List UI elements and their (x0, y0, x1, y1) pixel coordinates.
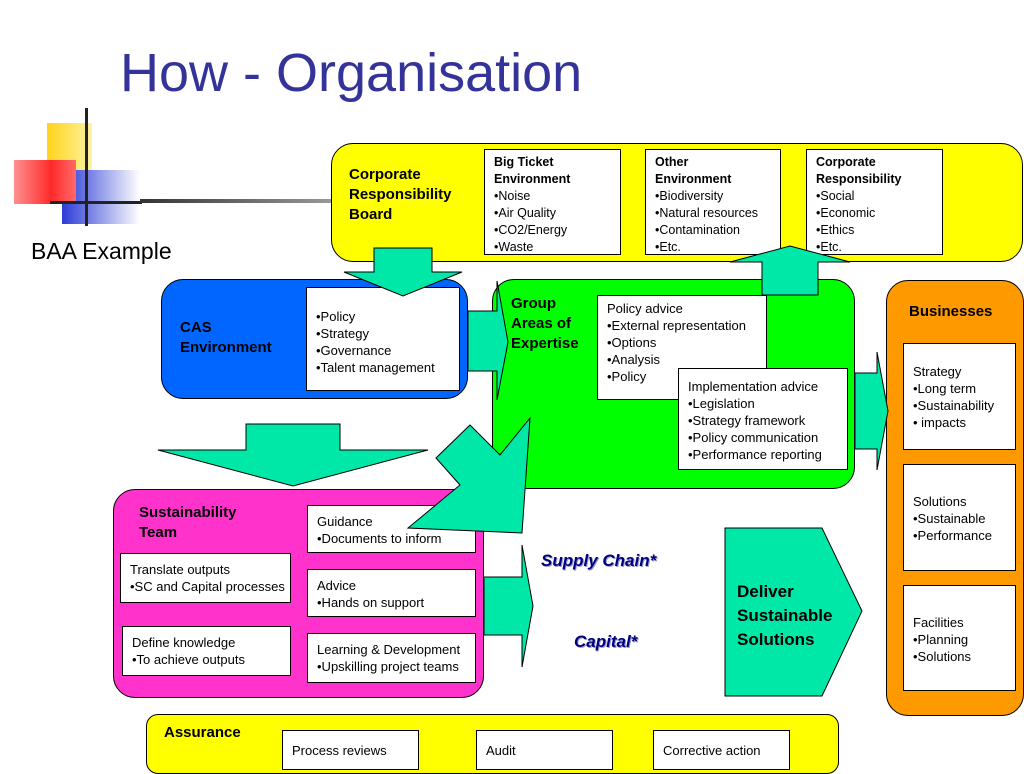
arrow-up-group-to-crb (729, 245, 851, 296)
business-box-head: Facilities (913, 615, 964, 630)
arrow-right-group-to-businesses (854, 351, 889, 471)
sust-box-advice: Advice •Hands on support (307, 569, 476, 617)
group-item: •Performance reporting (688, 447, 822, 462)
business-box-solutions: Solutions •Sustainable •Performance (903, 464, 1016, 571)
business-box-strategy: Strategy •Long term •Sustainability • im… (903, 343, 1016, 450)
crb-box-other-env: Other Environment •Biodiversity •Natural… (645, 149, 781, 255)
crb-item: •Contamination (655, 223, 740, 237)
sust-box-translate: Translate outputs •SC and Capital proces… (120, 553, 291, 603)
group-item: •Legislation (688, 396, 755, 411)
crb-item: •Ethics (816, 223, 855, 237)
businesses-label: Businesses (909, 303, 993, 320)
supply-chain-label: Supply Chain* (541, 551, 657, 570)
crb-box-head: Corporate Responsibility (816, 155, 902, 186)
arrow-right-sust (483, 544, 534, 668)
decorative-logo (12, 108, 142, 228)
sustainability-label: Sustainability Team (139, 504, 237, 541)
group-box-head: Policy advice (607, 301, 683, 316)
assurance-box-corrective-action: Corrective action (653, 730, 790, 770)
capital-label: Capital* (574, 632, 638, 651)
sust-item: •Hands on support (317, 595, 425, 610)
sust-item: •Upskilling project teams (317, 659, 459, 674)
group-item: •Policy communication (688, 430, 819, 445)
deliver-label: Deliver Sustainable Solutions (737, 582, 833, 649)
subtitle: BAA Example (31, 238, 172, 264)
business-box-head: Solutions (913, 494, 967, 509)
group-item: •Strategy framework (688, 413, 806, 428)
sust-box-head: Learning & Development (317, 642, 461, 657)
crb-label: Corporate Responsibility Board (349, 166, 452, 223)
cas-item: •Governance (316, 343, 392, 358)
cas-item: •Talent management (316, 360, 435, 375)
business-item: •Sustainable (913, 511, 986, 526)
sust-box-head: Define knowledge (132, 635, 236, 650)
crb-item: •Etc. (655, 240, 681, 254)
business-item: •Sustainability (913, 398, 995, 413)
sust-box-head: Translate outputs (130, 562, 230, 577)
sust-item: •To achieve outputs (132, 652, 245, 667)
deliver-chevron (724, 527, 863, 697)
crb-item: •Etc. (816, 240, 842, 254)
sust-box-head: Guidance (317, 514, 373, 529)
business-box-head: Strategy (913, 364, 962, 379)
cas-item: •Policy (316, 309, 356, 324)
sust-box-learning: Learning & Development •Upskilling proje… (307, 633, 476, 683)
crb-item: •Social (816, 189, 855, 203)
business-item: •Planning (913, 632, 969, 647)
group-item: •Analysis (607, 352, 660, 367)
page-title: How - Organisation (120, 43, 583, 103)
crb-box-corp-resp: Corporate Responsibility •Social •Econom… (806, 149, 943, 255)
arrow-down-cas-to-sust (157, 423, 429, 487)
business-item: • impacts (913, 415, 966, 430)
group-box-implementation: Implementation advice •Legislation •Stra… (678, 368, 848, 470)
cas-box: •Policy •Strategy •Governance •Talent ma… (306, 287, 460, 391)
assurance-box-audit: Audit (476, 730, 613, 770)
arrow-diagonal-group (406, 416, 531, 534)
sust-box-head: Advice (317, 578, 357, 593)
crb-box-head: Other Environment (655, 155, 732, 186)
group-label: Group Areas of Expertise (511, 295, 579, 352)
business-item: •Solutions (913, 649, 972, 664)
crb-item: •Biodiversity (655, 189, 724, 203)
crb-item: •Waste (494, 240, 534, 254)
crb-item: •Economic (816, 206, 876, 220)
crb-box-head: Big Ticket Environment (494, 155, 571, 186)
sust-box-define: Define knowledge •To achieve outputs (122, 626, 291, 676)
business-box-facilities: Facilities •Planning •Solutions (903, 585, 1016, 691)
group-item: •Options (607, 335, 657, 350)
logo-line (140, 199, 332, 203)
crb-item: •CO2/Energy (494, 223, 568, 237)
arrow-right-cas-to-group (467, 280, 509, 401)
group-box-head: Implementation advice (688, 379, 819, 394)
cas-label: CAS Environment (180, 319, 272, 356)
sust-item: •SC and Capital processes (130, 579, 285, 594)
crb-item: •Air Quality (494, 206, 557, 220)
crb-item: •Natural resources (655, 206, 759, 220)
assurance-label: Assurance (164, 724, 241, 741)
cas-item: •Strategy (316, 326, 369, 341)
sust-item: •Documents to inform (317, 531, 442, 546)
group-item: •External representation (607, 318, 746, 333)
business-item: •Long term (913, 381, 977, 396)
arrow-down-crb-to-cas (343, 247, 463, 297)
crb-box-big-ticket: Big Ticket Environment •Noise •Air Quali… (484, 149, 621, 255)
assurance-box-process-reviews: Process reviews (282, 730, 419, 770)
business-item: •Performance (913, 528, 992, 543)
group-item: •Policy (607, 369, 647, 384)
crb-item: •Noise (494, 189, 531, 203)
